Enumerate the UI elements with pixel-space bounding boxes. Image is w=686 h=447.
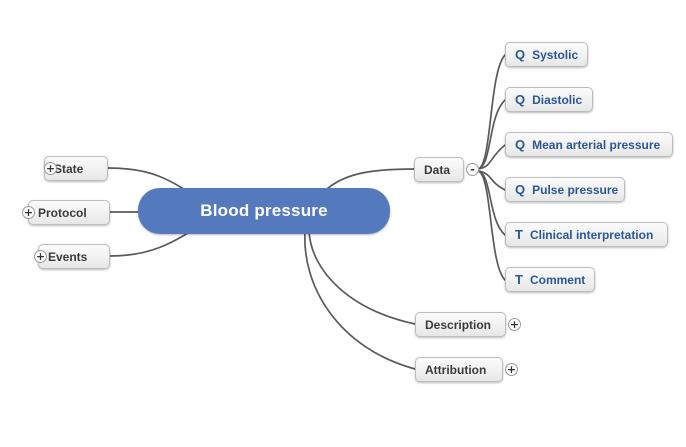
toggle-protocol-glyph: + — [23, 205, 34, 219]
node-mean-arterial-pressure[interactable]: Q Mean arterial pressure — [505, 132, 673, 157]
node-data[interactable]: Data — [414, 157, 464, 182]
node-attribution-label: Attribution — [425, 362, 487, 377]
node-protocol-label: Protocol — [38, 205, 87, 220]
node-diastolic[interactable]: Q Diastolic — [505, 87, 593, 112]
toggle-events-glyph: + — [35, 249, 46, 263]
toggle-state[interactable]: + — [44, 162, 57, 175]
node-clinical-interpretation-label: Clinical interpretation — [529, 227, 654, 242]
text-type-icon: T — [515, 272, 523, 287]
node-mean-arterial-pressure-label: Mean arterial pressure — [532, 137, 661, 152]
toggle-description-glyph: + — [509, 317, 520, 331]
node-description[interactable]: Description — [415, 312, 506, 337]
node-events-label: Events — [48, 249, 88, 264]
root-node[interactable]: Blood pressure — [138, 188, 390, 234]
quantity-type-icon: Q — [515, 182, 526, 197]
node-protocol[interactable]: Protocol — [28, 200, 110, 225]
toggle-attribution[interactable]: + — [505, 363, 518, 376]
quantity-type-icon: Q — [515, 92, 526, 107]
toggle-data[interactable]: - — [466, 163, 479, 176]
edge-root-attribution — [304, 231, 416, 370]
text-type-icon: T — [515, 227, 523, 242]
toggle-attribution-glyph: + — [506, 362, 517, 376]
node-comment[interactable]: T Comment — [505, 267, 595, 292]
quantity-type-icon: Q — [515, 137, 526, 152]
toggle-protocol[interactable]: + — [22, 206, 35, 219]
root-node-label: Blood pressure — [200, 201, 328, 220]
edge-root-description — [308, 231, 416, 325]
edge-data-pulse — [477, 170, 506, 191]
node-attribution[interactable]: Attribution — [415, 357, 503, 382]
node-systolic-label: Systolic — [532, 47, 579, 62]
node-events[interactable]: Events — [38, 244, 110, 269]
edge-data-diastolic — [477, 99, 506, 170]
node-state-label: State — [54, 161, 84, 176]
node-clinical-interpretation[interactable]: T Clinical interpretation — [505, 222, 668, 247]
node-pulse-pressure-label: Pulse pressure — [532, 182, 619, 197]
toggle-state-glyph: + — [45, 161, 56, 175]
edge-data-clinical — [477, 170, 506, 236]
node-data-label: Data — [424, 162, 451, 177]
node-description-label: Description — [425, 317, 492, 332]
node-diastolic-label: Diastolic — [532, 92, 583, 107]
node-pulse-pressure[interactable]: Q Pulse pressure — [505, 177, 625, 202]
edge-data-systolic — [477, 54, 506, 170]
node-systolic[interactable]: Q Systolic — [505, 42, 588, 67]
edge-data-map — [477, 144, 506, 170]
edge-data-comment — [477, 170, 506, 281]
toggle-description[interactable]: + — [508, 318, 521, 331]
toggle-events[interactable]: + — [34, 250, 47, 263]
quantity-type-icon: Q — [515, 47, 526, 62]
toggle-data-glyph: - — [470, 162, 475, 176]
node-comment-label: Comment — [529, 272, 586, 287]
